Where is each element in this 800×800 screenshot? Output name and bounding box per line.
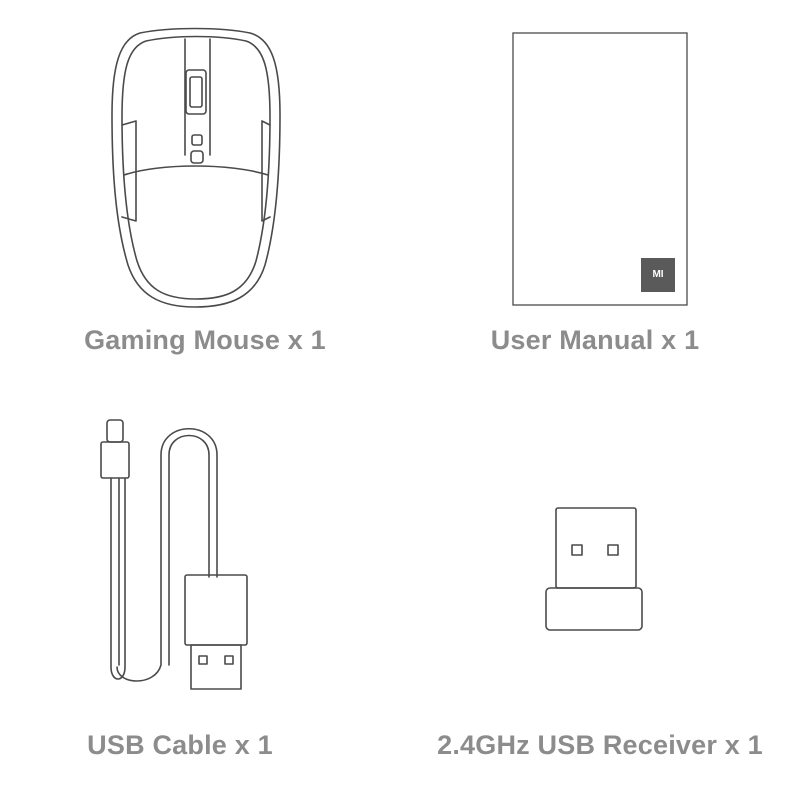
gaming-mouse-icon	[100, 25, 290, 315]
user-manual-icon: MI	[512, 32, 688, 306]
usb-receiver-icon	[540, 505, 650, 635]
mi-logo-text: MI	[652, 269, 664, 280]
item-label: USB Cable x 1	[87, 730, 273, 760]
item-label: Gaming Mouse x 1	[84, 325, 326, 355]
item-label: 2.4GHz USB Receiver x 1	[437, 730, 763, 760]
item-label: User Manual x 1	[490, 325, 700, 355]
mi-logo	[641, 258, 675, 292]
usb-cable-icon	[95, 415, 265, 695]
